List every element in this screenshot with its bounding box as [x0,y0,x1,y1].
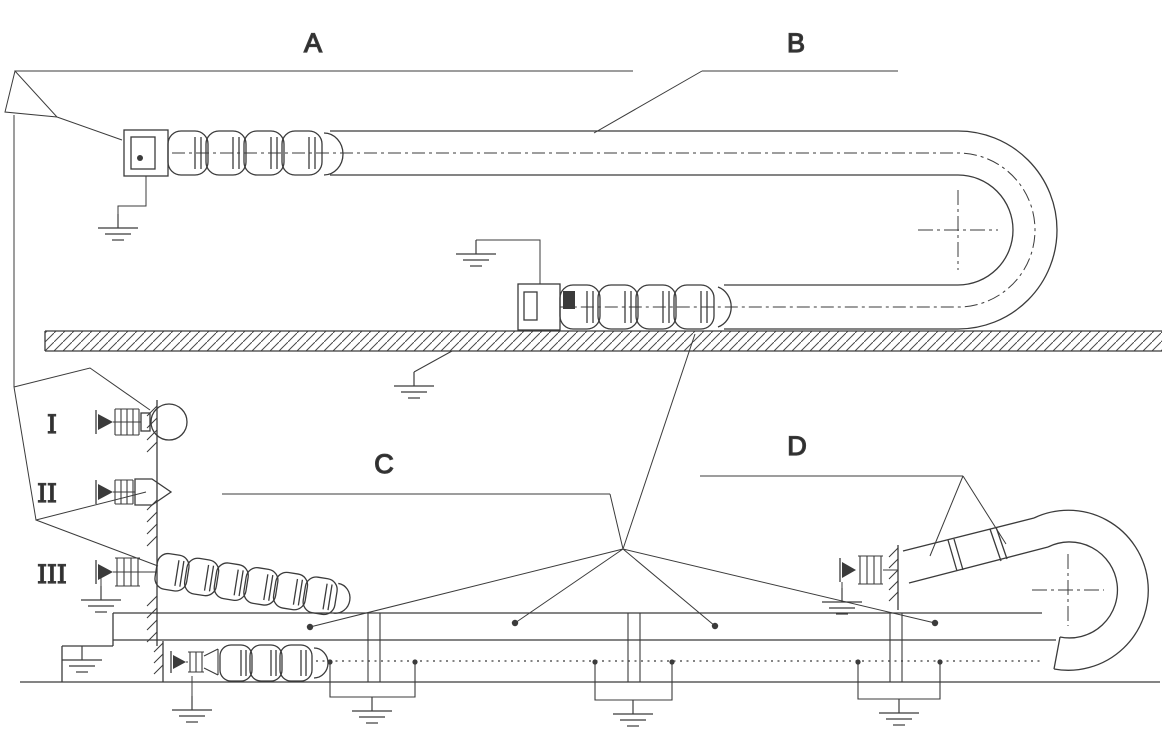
pointed-tip [134,478,173,506]
loop-arcs [1033,509,1149,671]
chain-link [219,644,253,682]
bend-arcs [957,130,1058,330]
mechanism-iii [80,551,351,617]
carrier-tube-upper [330,130,958,176]
clamp-dot [412,659,418,665]
trough-segment-joints [367,613,903,682]
shaft-arrow [98,564,113,580]
coupling [140,412,151,432]
feeder-wall-hatch [153,642,164,675]
surface-edges [44,330,1162,352]
loop-center-crosshair [1032,554,1104,626]
label-roman-iii: III [37,560,67,589]
earth-ground-symbol [351,696,393,724]
label-b-leader [593,70,898,134]
bracket-frame [329,663,416,698]
loop-assembly-d [821,509,1149,671]
chain-link [249,644,283,682]
leader-dot [306,623,314,631]
detail-callout-lines [13,115,159,567]
screw-ribs [113,557,157,587]
support-wall-hatch [146,405,158,643]
trough-left-step [61,645,113,682]
earth-ground-symbol [455,239,497,267]
bracket-frame [857,663,941,700]
clamp-bracket-1 [327,659,418,724]
earth-ground-symbol [80,585,122,613]
label-d: D [787,431,807,461]
clamp-dot [855,659,861,665]
label-roman-i: I [47,410,57,439]
screw-ribs [858,555,898,585]
shaft-arrow [98,484,113,500]
shaft-arrow [842,562,856,578]
support-wall-d-hatch [888,547,899,602]
clamp-dot [937,659,943,665]
earth-ground-symbol [97,213,139,241]
mechanism-i [95,403,188,441]
carrier-end-box-inner [523,291,538,321]
detail-chain [152,551,351,617]
label-roman-ii: II [37,479,57,508]
earth-wire-upper-box [117,176,147,214]
trough-rails [112,612,1056,646]
clamp-bracket-3 [855,659,943,726]
screw-ribs-cone [186,648,219,676]
label-c-leader-fan [309,333,936,628]
clamp-dot [327,659,333,665]
roller-end [150,403,188,441]
leader-dot [711,622,719,630]
earth-ground-symbol [393,371,435,399]
leader-dot [511,619,519,627]
chain-end-cap [323,132,344,176]
clamp-dot [669,659,675,665]
carrier-tube-lower [724,284,958,330]
connector-block [563,291,575,309]
leader-dot [931,619,939,627]
screw-ribs [113,408,141,436]
surface-hatch-fill [45,331,1162,351]
label-b: B [787,28,805,58]
label-a: A [304,28,322,58]
carrier-end-box-inner [130,136,156,170]
ground-surface [44,330,1162,352]
label-a-leader [4,69,123,141]
earth-ground-symbol [171,695,213,723]
inclined-chain-band [902,517,1049,584]
earth-ground-symbol [61,645,103,673]
earth-ground-symbol [821,587,863,615]
shaft-arrow [173,655,186,669]
guide-trough [20,612,1160,683]
earth-ground-symbol [878,698,920,726]
shaft-arrow [98,414,113,430]
clamp-bracket-2 [592,659,675,727]
earth-wire-lower-box [476,239,541,284]
carrier-return-bend [918,130,1058,330]
carrier-lower-run [517,283,958,331]
leader-dots-c [306,619,939,631]
clamp-dot [592,659,598,665]
chain-link [279,644,313,682]
carrier-centerline [172,152,1036,308]
bend-center-crosshair [918,190,998,270]
pivot-dot [137,155,143,161]
earth-wire-surface [413,350,453,373]
earth-ground-symbol [612,699,654,727]
label-d-leader [700,475,1007,557]
mechanism-ii [95,478,173,506]
chain-end-cap [313,647,329,679]
label-c: C [374,449,394,479]
chain-link [300,574,340,617]
screw-ribs [113,479,135,505]
